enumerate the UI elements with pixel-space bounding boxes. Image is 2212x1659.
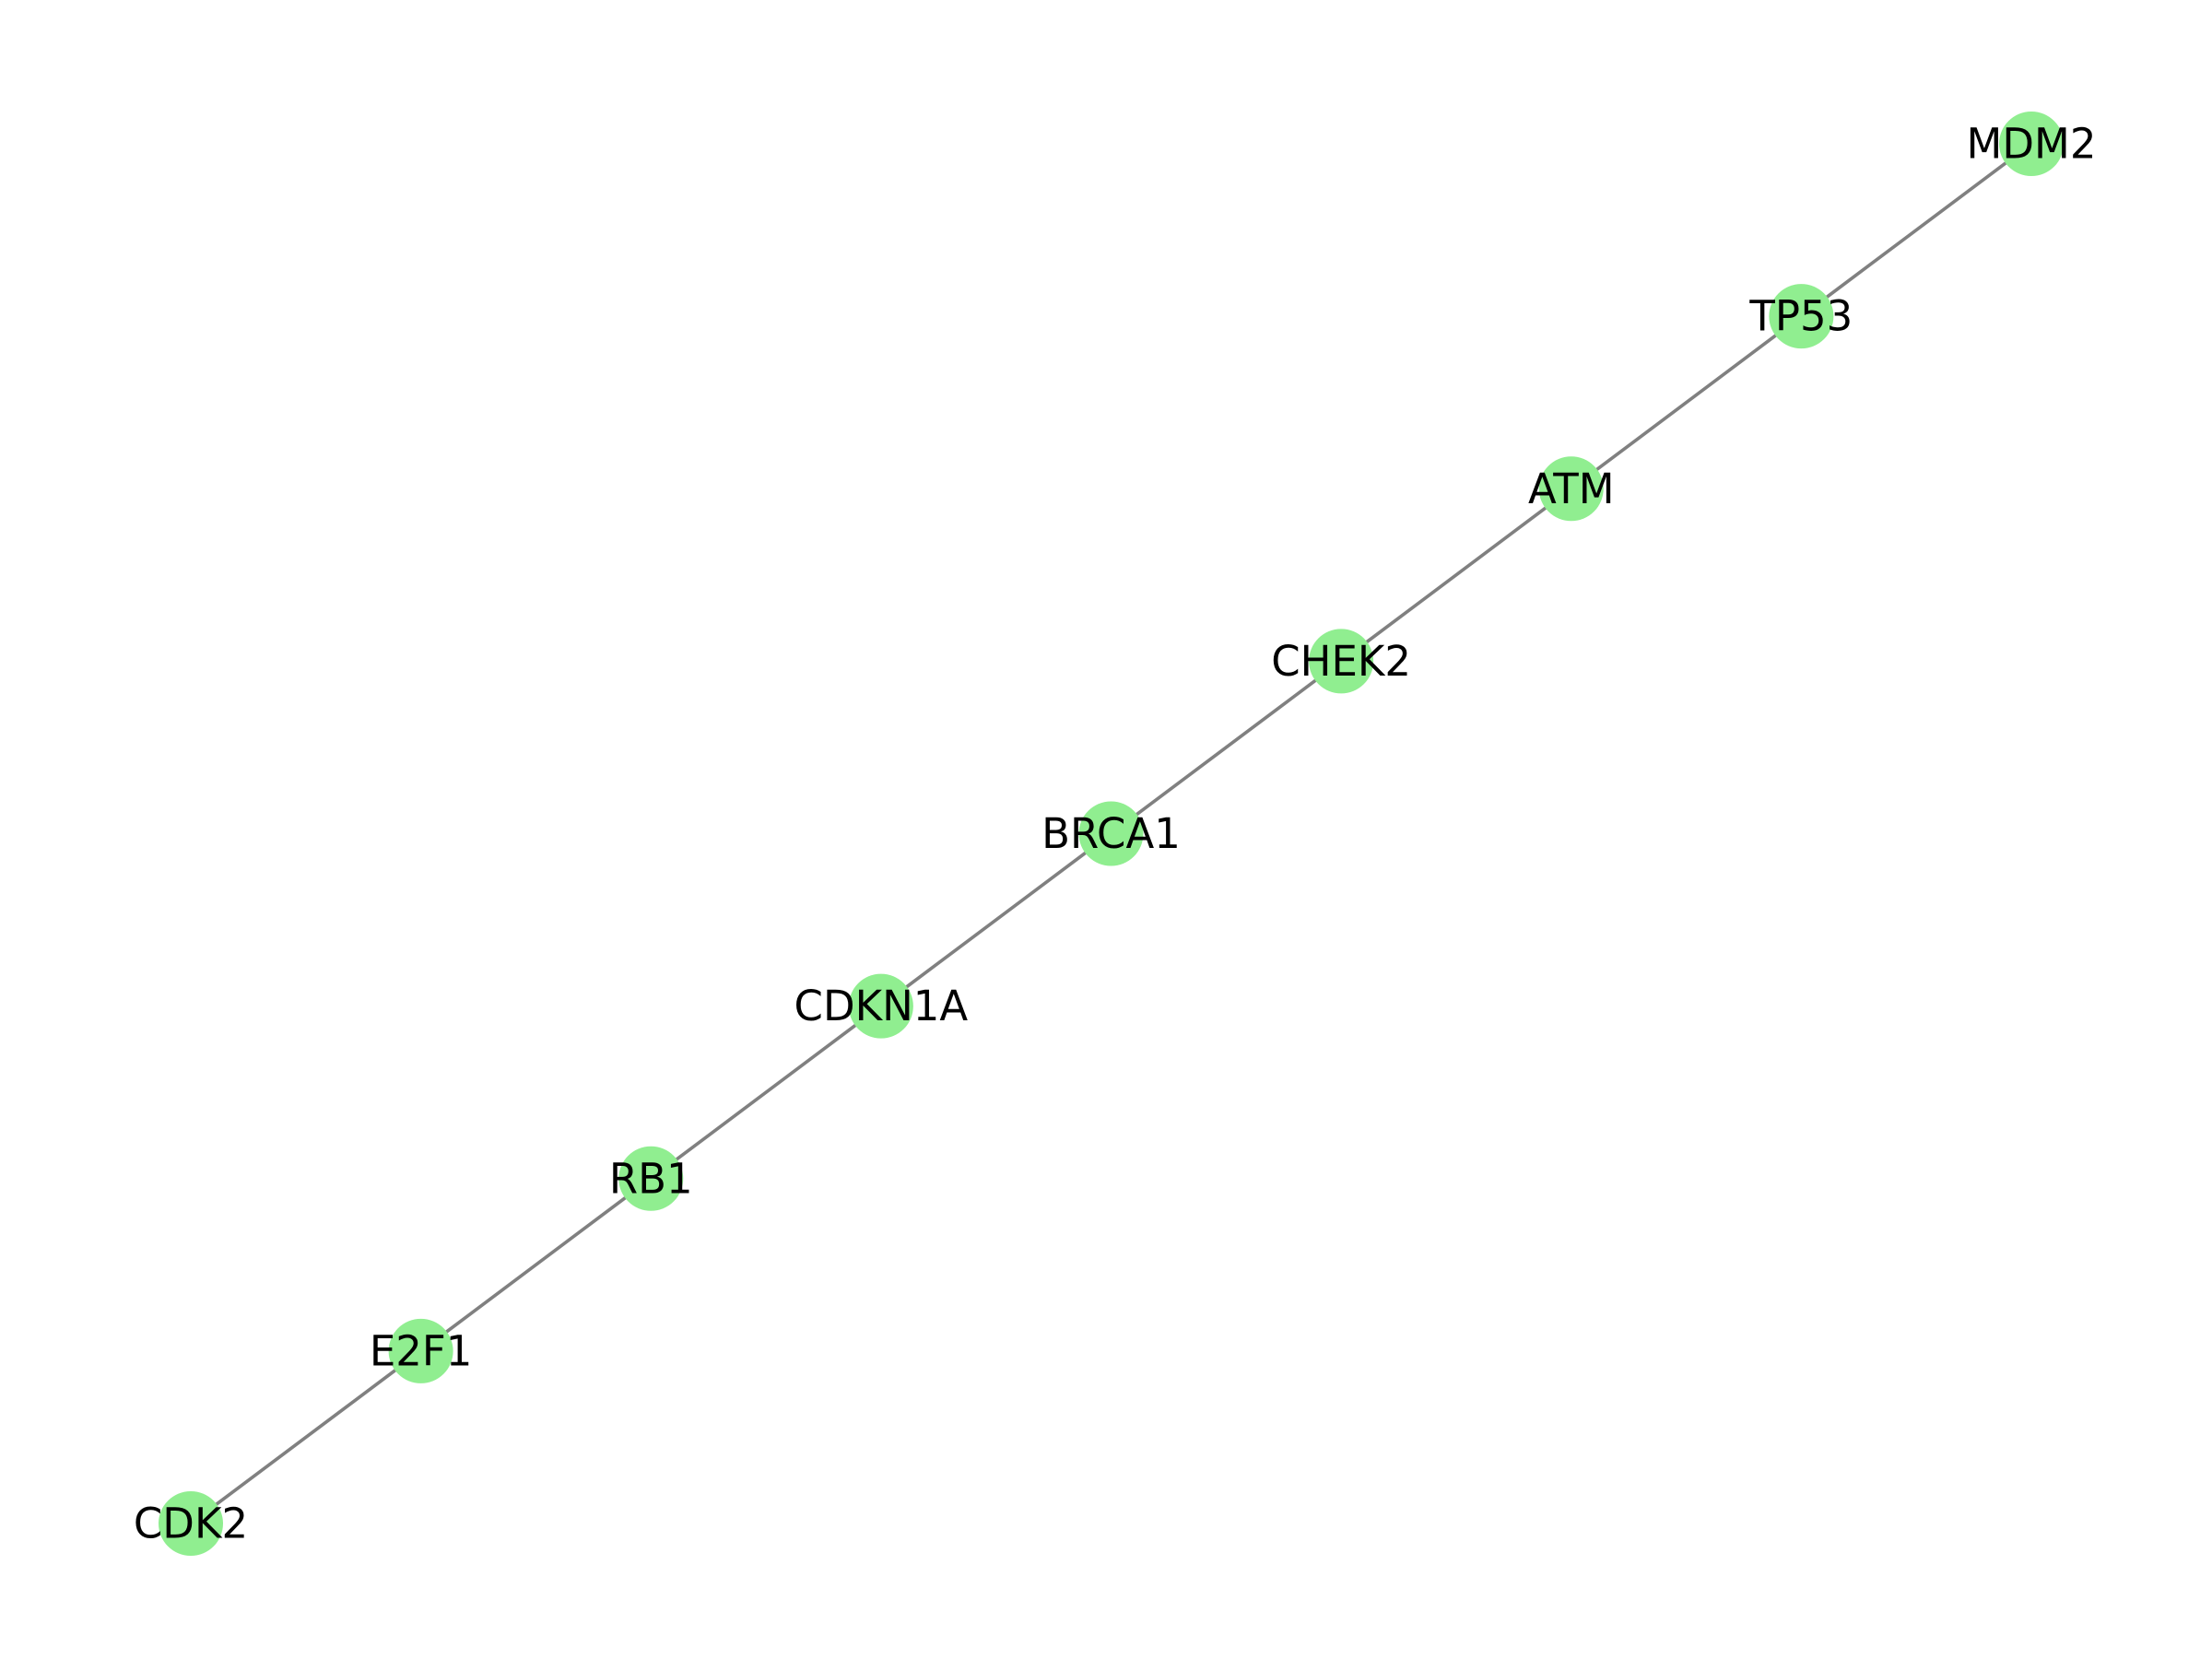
node-label-atm: ATM bbox=[1528, 465, 1615, 513]
node-tp53 bbox=[1769, 284, 1834, 349]
node-label-tp53: TP53 bbox=[1748, 292, 1853, 341]
node-label-e2f1: E2F1 bbox=[370, 1326, 473, 1375]
edge-mdm2-tp53 bbox=[1799, 142, 2033, 318]
edge-atm-chek2 bbox=[1339, 487, 1573, 664]
node-label-brca1: BRCA1 bbox=[1041, 809, 1181, 858]
edge-e2f1-cdk2 bbox=[189, 1349, 423, 1525]
node-label-mdm2: MDM2 bbox=[1967, 120, 2097, 169]
edge-rb1-e2f1 bbox=[418, 1176, 653, 1353]
node-cdkn1a bbox=[848, 973, 913, 1039]
node-brca1 bbox=[1078, 801, 1144, 866]
nodes-layer bbox=[159, 112, 2064, 1556]
node-atm bbox=[1538, 456, 1604, 522]
node-label-cdkn1a: CDKN1A bbox=[794, 982, 969, 1030]
node-e2f1 bbox=[388, 1318, 453, 1383]
node-rb1 bbox=[618, 1146, 684, 1211]
node-label-rb1: RB1 bbox=[609, 1154, 693, 1203]
edges-layer bbox=[189, 142, 2033, 1525]
edge-brca1-cdkn1a bbox=[879, 831, 1113, 1008]
node-label-cdk2: CDK2 bbox=[134, 1500, 248, 1548]
node-label-chek2: CHEK2 bbox=[1271, 637, 1411, 686]
edge-tp53-atm bbox=[1569, 314, 1804, 491]
node-chek2 bbox=[1309, 629, 1374, 694]
edge-cdkn1a-rb1 bbox=[649, 1004, 883, 1181]
edge-chek2-brca1 bbox=[1109, 659, 1343, 836]
node-cdk2 bbox=[159, 1491, 223, 1556]
node-mdm2 bbox=[1999, 112, 2064, 176]
